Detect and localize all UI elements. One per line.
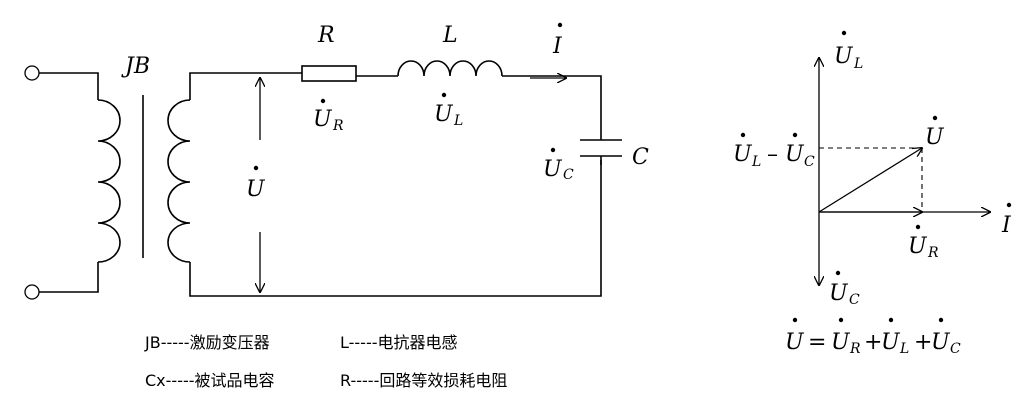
svg-text:U: U — [831, 330, 851, 355]
legend-item-jb: JB-----激励变压器 — [144, 333, 270, 352]
legend-item-l: L-----电抗器电感 — [340, 333, 458, 352]
phasor-i-label: I — [1001, 202, 1012, 238]
svg-text:R: R — [927, 245, 939, 261]
input-terminal-top — [24, 65, 40, 81]
legend-item-cx: Cx-----被试品电容 — [145, 371, 275, 390]
svg-text:U: U — [246, 177, 266, 202]
phasor-diagram: U L U L – U C U U R I U C — [733, 30, 1012, 308]
svg-text:R: R — [849, 341, 861, 357]
secondary-winding — [167, 99, 191, 263]
svg-text:L: L — [853, 56, 863, 72]
svg-text:U: U — [434, 102, 454, 127]
svg-text:U: U — [925, 125, 945, 150]
svg-text:U: U — [908, 234, 928, 259]
svg-text:C: C — [804, 154, 815, 170]
svg-text:U: U — [313, 107, 333, 132]
input-terminal-bottom — [24, 284, 40, 300]
secondary-lead-top — [189, 72, 302, 100]
phasor-u-vector — [818, 148, 922, 213]
wire-l-to-c — [502, 75, 602, 140]
phasor-diff-label: U L – U C — [733, 132, 815, 170]
svg-text:+: + — [914, 330, 932, 355]
svg-text:U: U — [785, 330, 805, 355]
svg-text:L: L — [751, 154, 761, 170]
svg-text:U: U — [733, 142, 753, 167]
voltage-c-label: U C — [543, 147, 574, 183]
svg-text:U: U — [881, 330, 901, 355]
secondary-lead-bottom — [189, 160, 602, 297]
svg-text:I: I — [1001, 213, 1012, 238]
legend: JB-----激励变压器 L-----电抗器电感 Cx-----被试品电容 R-… — [144, 333, 507, 390]
svg-text:C: C — [849, 292, 860, 308]
primary-winding — [97, 99, 121, 263]
voltage-l-label: U L — [434, 92, 463, 129]
svg-text:U: U — [543, 157, 563, 182]
svg-text:U: U — [834, 44, 854, 69]
transformer-label: JB — [121, 54, 150, 79]
phasor-ul-label: U L — [834, 30, 863, 72]
voltage-r-label: U R — [313, 98, 344, 134]
svg-text:U: U — [931, 330, 951, 355]
svg-text:U: U — [785, 142, 805, 167]
capacitor-label: C — [632, 145, 649, 170]
inductor-label: L — [442, 23, 458, 48]
circuit: JB R L I C U R U L — [24, 22, 649, 300]
phasor-uc-label: U C — [829, 270, 860, 308]
svg-text:C: C — [950, 341, 961, 357]
inductor — [397, 60, 503, 77]
svg-text:R: R — [332, 118, 344, 134]
resistor — [301, 65, 357, 82]
svg-text:U: U — [829, 281, 849, 306]
phasor-ur-label: U R — [908, 224, 939, 261]
svg-text:+: + — [864, 330, 882, 355]
current-dot — [557, 22, 563, 28]
primary-lead-top — [39, 72, 99, 100]
current-label: I — [552, 34, 563, 59]
phasor-u-label: U — [925, 115, 945, 150]
primary-lead-bottom — [39, 262, 99, 293]
svg-text:L: L — [899, 341, 909, 357]
svg-text:L: L — [453, 113, 463, 129]
voltage-main-label: U — [246, 165, 266, 202]
svg-text:–: – — [767, 142, 778, 167]
legend-item-r: R-----回路等效损耗电阻 — [340, 371, 507, 390]
svg-text:C: C — [563, 167, 574, 183]
svg-text:=: = — [808, 330, 826, 355]
voltage-equation: U = U R + U L + U C — [785, 317, 961, 357]
resistor-label: R — [317, 23, 335, 48]
